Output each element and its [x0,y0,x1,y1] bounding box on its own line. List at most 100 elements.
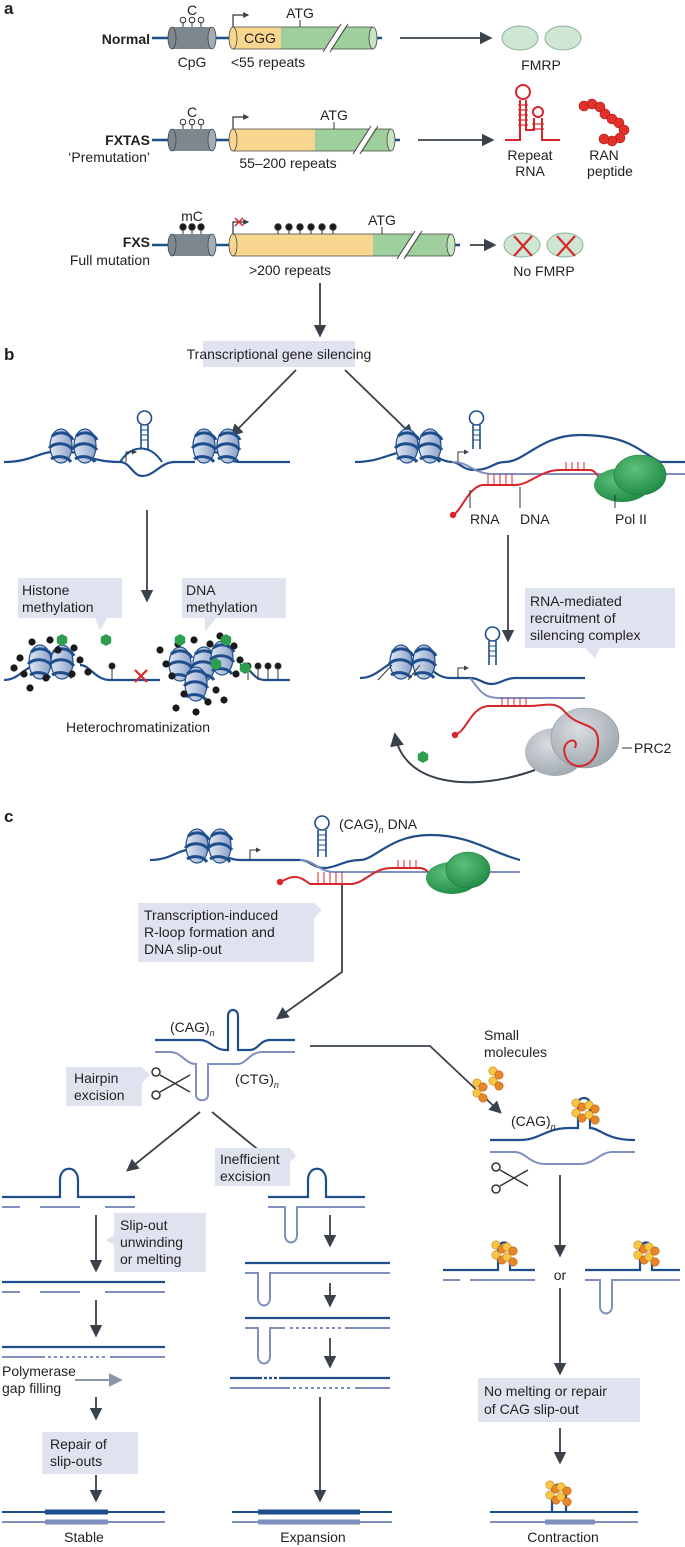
cag-label-1: (CAG)n [170,1019,215,1038]
fxs-label: FXS [123,234,150,250]
cag-sub-1: n [210,1028,215,1038]
fxtas-repeats: 55–200 repeats [239,155,336,171]
slipout-line1: Slip-out [120,1217,168,1233]
full-mutation-label: Full mutation [70,252,150,268]
fxs-row: FXS Full mutation mC [70,208,584,338]
fxtas-label: FXTAS [105,132,150,148]
cag-dna-sub: n [379,825,384,835]
silencing-header: Transcriptional gene silencing [187,346,372,362]
nomelt-line1: No melting or repair [484,1383,607,1399]
methylated-repeat-icon [274,223,337,234]
tss-block-x-icon [234,217,244,227]
cag-dna-label: (CAG)n DNA [339,816,418,835]
premutation-label: ‘Premutation’ [68,149,150,165]
repair-callout: Repair of slip-outs [42,1432,138,1474]
no-melting-callout: No melting or repair of CAG slip-out [478,1378,640,1422]
inefficient-line1: Inefficient [220,1151,280,1167]
normal-repeats: <55 repeats [231,54,305,70]
dna-meth-line2: methylation [186,599,258,615]
repair-line2: slip-outs [50,1453,102,1469]
cpg-promoter-normal [167,26,217,50]
heterochromatin-icon [3,632,290,716]
fmrp-label: FMRP [521,57,561,73]
blocked-tss-x-icon [134,669,148,683]
small-molecule-icon [488,1066,504,1091]
cgg-label: CGG [244,30,276,46]
prc2-recruitment-icon [359,626,632,784]
silencing-header-box [203,341,355,367]
unmethylated-cpg-circles [179,16,205,27]
repeat-rna-line1: Repeat [507,147,552,163]
cag-label-2: (CAG)n [511,1113,556,1132]
blocked-tss-arrow-icon [232,219,250,234]
cag-sub-2: n [551,1122,556,1132]
pol2-label: Pol II [615,511,647,527]
repair-line1: Repair of [50,1436,107,1452]
bound-slipout-structure [490,1096,636,1165]
heterochromatin-label: Heterochromatinization [66,719,210,735]
cag-dna-suffix: DNA [384,816,418,832]
small-mol-line1: Small [484,1027,519,1043]
ran-peptide-line1: RAN [589,147,619,163]
panel-a: a Normal C [4,0,633,338]
expansion-label: Expansion [280,1529,345,1545]
recruitment-callout: RNA-mediated recruitment of silencing co… [525,588,675,658]
cag-base-1: (CAG) [170,1019,210,1035]
hairpin-icon [136,410,153,449]
hairpin-line2: excision [74,1087,125,1103]
slipout-line2: unwinding [120,1234,183,1250]
fmrp-protein-icon [501,25,582,51]
repeat-rna-hairpin-icon [505,84,560,141]
fmr1-gene-normal [228,22,378,54]
cpg-c-fxtas: C [187,104,197,120]
cag-base-2: (CAG) [511,1113,551,1129]
panel-c-label: c [4,807,13,826]
right-chromatin: RNA DNA Pol II [354,410,685,643]
pol2-icon [594,454,667,502]
rna-label: RNA [470,511,500,527]
pol2-icon [426,851,491,894]
contraction-column [443,1240,680,1525]
histone-callout: Histone methylation [18,578,122,630]
rloop-chromatin [149,815,521,894]
cpg-mc-fxs: mC [181,208,203,224]
tss-arrow-icon [232,12,250,27]
panel-b: b Transcriptional gene silencing [3,341,685,784]
left-chromatin [3,410,290,603]
panel-c: c (CAG)n DNA Transcription-induced [2,807,680,1545]
scissors-icon [491,1162,529,1194]
prc2-label: PRC2 [634,740,672,756]
recruit-line2: recruitment of [530,610,616,626]
small-mol-line2: molecules [484,1044,547,1060]
slipout-line3: or melting [120,1251,181,1267]
polymerase-line2: gap filling [2,1380,61,1396]
fxtas-row: FXTAS ‘Premutation’ C ATG 55–200 repeat [68,84,633,179]
cpg-label: CpG [178,54,207,70]
methylated-cpg-icon [179,223,205,234]
rloop-callout: Transcription-induced R-loop formation a… [138,903,322,962]
atg-normal: ATG [286,5,314,21]
inefficient-excision-callout: Inefficient excision [215,1148,296,1186]
slipout-structure [155,1008,295,1102]
ctg-sub: n [274,1080,279,1090]
hairpin-excision-callout: Hairpin excision [66,1067,150,1106]
no-fmrp-label: No FMRP [513,263,574,279]
recruit-line1: RNA-mediated [530,593,622,609]
ran-peptide-line2: peptide [587,163,633,179]
or-label: or [554,1267,567,1283]
cpg-c-normal: C [187,2,197,18]
histone-line1: Histone [22,582,70,598]
recruit-line3: silencing complex [530,627,641,643]
panel-b-label: b [4,345,14,364]
rloop-line3: DNA slip-out [144,941,222,957]
ctg-label: (CTG)n [235,1071,279,1090]
tss-arrow-icon [232,114,250,129]
scissors-icon [151,1067,191,1100]
fxs-repeats: >200 repeats [249,262,331,278]
dna-meth-line1: DNA [186,582,216,598]
atg-fxtas: ATG [320,107,348,123]
expansion-column [230,1167,392,1525]
dna-methylation-callout: DNA methylation [182,578,286,632]
histone-line2: methylation [22,599,94,615]
